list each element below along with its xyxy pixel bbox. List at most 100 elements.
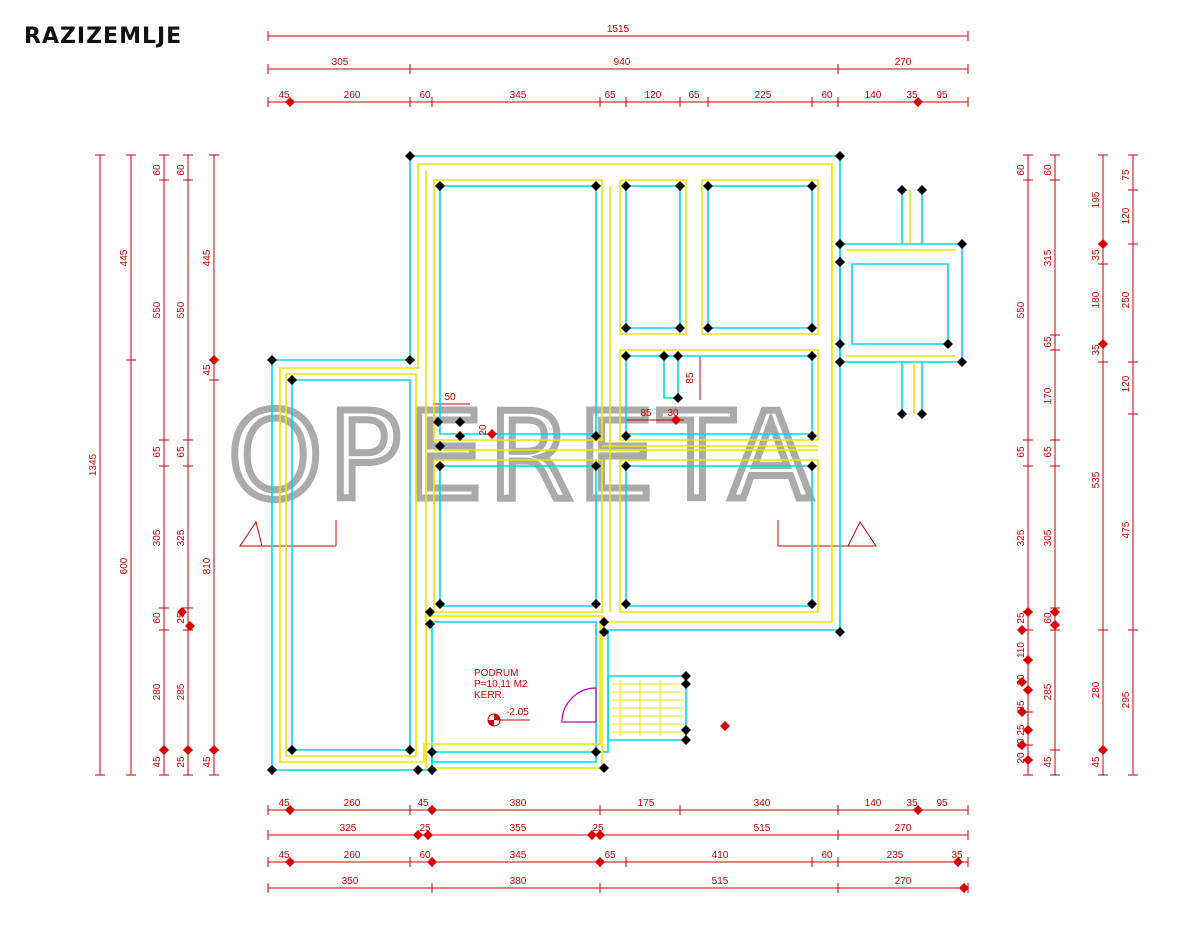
dimension-label-bot3: 65 <box>604 850 616 861</box>
wall-node <box>835 257 845 267</box>
dimension-node <box>953 857 963 867</box>
wall-node <box>591 461 601 471</box>
dimension-label-right1: 110 <box>1016 642 1027 658</box>
dimension-label-top1: 1515 <box>607 24 630 35</box>
wall-node <box>807 323 817 333</box>
dimension-node <box>285 97 295 107</box>
dimension-nodes <box>159 97 1108 893</box>
dimension-label-right4: 295 <box>1121 691 1132 708</box>
room-area: P=10,11 M2 <box>474 679 528 690</box>
wall-node <box>835 357 845 367</box>
dimension-label-top3: 65 <box>604 90 616 101</box>
dimension-node <box>1050 620 1060 630</box>
dimension-node <box>1023 755 1033 765</box>
dimension-label-bot1: 95 <box>936 798 948 809</box>
dimension-node <box>159 745 169 755</box>
room-name: PODRUM <box>474 668 518 679</box>
dimension-label-bot2: 325 <box>340 823 357 834</box>
wall-node <box>621 181 631 191</box>
dimension-label-top3: 60 <box>821 90 833 101</box>
dimension-label-bot1: 140 <box>865 798 882 809</box>
dimension-label-right2: 305 <box>1043 529 1054 546</box>
wall-node <box>621 351 631 361</box>
dimension-label-left4: 60 <box>176 164 187 176</box>
dimension-label-bot3: 410 <box>712 850 729 861</box>
wall-node <box>591 599 601 609</box>
dimension-label-top2: 305 <box>332 57 349 68</box>
dimension-node <box>1017 707 1027 717</box>
wall-node <box>621 599 631 609</box>
dimension-label-left5: 445 <box>202 249 213 266</box>
dimension-label-bot4: 380 <box>510 876 527 887</box>
dimension-label-right2: 45 <box>1043 756 1054 768</box>
wall-node <box>835 151 845 161</box>
wall-node <box>835 339 845 349</box>
dimension-label-interior: 85 <box>685 372 696 384</box>
dimension-node <box>285 805 295 815</box>
section-marker-left <box>239 520 263 547</box>
wall-node <box>675 323 685 333</box>
wall-node <box>599 763 609 773</box>
dimension-label-bot4: 270 <box>895 876 912 887</box>
dimension-node <box>413 830 423 840</box>
dimension-label-right3: 35 <box>1091 344 1102 356</box>
dimension-label-left3: 305 <box>152 529 163 546</box>
wall-node <box>599 627 609 637</box>
wall-node <box>435 441 445 451</box>
dimension-label-right4: 120 <box>1121 375 1132 392</box>
wall-node <box>591 747 601 757</box>
dimension-label-right1: 20 <box>1016 752 1027 764</box>
dimension-label-right1: 550 <box>1016 301 1027 318</box>
wall-node <box>943 339 953 349</box>
wall-node <box>435 599 445 609</box>
dimension-node <box>1098 339 1108 349</box>
wall-node <box>897 409 907 419</box>
dimension-node <box>1098 239 1108 249</box>
dimension-label-right1: 40 <box>1016 738 1027 750</box>
wall-node <box>427 747 437 757</box>
dimension-node <box>959 883 969 893</box>
dimension-label-left1: 1345 <box>88 453 99 476</box>
dimension-node <box>1050 607 1060 617</box>
dimension-label-right1: 20 <box>1016 674 1027 686</box>
dimension-label-right4: 75 <box>1121 169 1132 181</box>
dimension-label-top3: 65 <box>688 90 700 101</box>
dimension-label-interior: 20 <box>478 424 489 436</box>
wall-node <box>807 599 817 609</box>
wall-nodes <box>267 151 967 775</box>
dimension-node <box>1017 677 1027 687</box>
dimension-label-right2: 60 <box>1043 612 1054 624</box>
dimension-label-bot2: 25 <box>592 823 604 834</box>
dimension-node <box>720 721 730 731</box>
dimension-label-top3: 140 <box>865 90 882 101</box>
dimension-label-bot2: 355 <box>510 823 527 834</box>
dimension-label-bot2: 25 <box>419 823 431 834</box>
wall-node <box>425 607 435 617</box>
dimension-node <box>209 745 219 755</box>
wall-node <box>621 431 631 441</box>
dimension-label-bot3: 60 <box>821 850 833 861</box>
dimension-node <box>1017 625 1027 635</box>
wall-node <box>681 679 691 689</box>
wall-node <box>267 355 277 365</box>
dimension-node <box>1023 607 1033 617</box>
dimension-label-right2: 315 <box>1043 249 1054 266</box>
dimension-label-left2: 445 <box>119 249 130 266</box>
dimension-label-top3: 225 <box>755 90 772 101</box>
dimension-label-right2: 285 <box>1043 683 1054 700</box>
dimension-label-top2: 270 <box>895 57 912 68</box>
wall-node <box>405 745 415 755</box>
dimension-label-bot3: 260 <box>344 850 361 861</box>
wall-node <box>957 357 967 367</box>
dimension-label-top3: 60 <box>419 90 431 101</box>
room-floor-finish: KERR. <box>474 690 505 701</box>
wall-node <box>897 185 907 195</box>
dimension-label-right3: 45 <box>1091 756 1102 768</box>
dimension-label-left3: 280 <box>152 683 163 700</box>
dimension-label-bot1: 380 <box>510 798 527 809</box>
dimension-label-top2: 940 <box>614 57 631 68</box>
dimension-label-top3: 260 <box>344 90 361 101</box>
dimension-label-left2: 600 <box>119 557 130 574</box>
dimension-label-bot1: 260 <box>344 798 361 809</box>
wall-node <box>287 375 297 385</box>
